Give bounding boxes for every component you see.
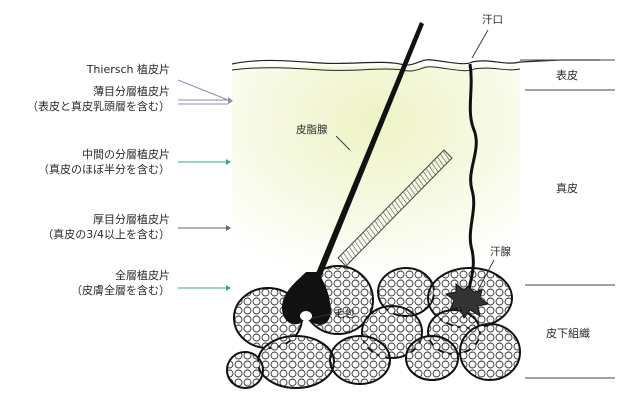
annotation-sebaceous-gland: 皮脂腺 xyxy=(296,122,328,137)
graft-note: （表皮と真皮乳頭層を含む） xyxy=(27,99,170,114)
dermis-region xyxy=(232,66,520,285)
layer-label-epidermis: 表皮 xyxy=(556,67,578,83)
annotation-hair: 毛包 xyxy=(334,306,355,321)
graft-arrows xyxy=(178,80,228,288)
epidermis-surface xyxy=(232,60,600,65)
graft-name: 薄目分層植皮片 xyxy=(27,84,170,99)
layer-label-subcutis: 皮下組織 xyxy=(546,325,590,341)
arrow-thiersch xyxy=(178,80,228,100)
hair-papilla xyxy=(300,311,312,321)
graft-label-thin: 薄目分層植皮片 （表皮と真皮乳頭層を含む） xyxy=(27,84,170,114)
graft-label-intermediate: 中間の分層植皮片 （真皮のほぼ半分を含む） xyxy=(38,147,170,177)
graft-name: Thiersch 植皮片 xyxy=(87,62,170,77)
sweat-pore-leader xyxy=(472,30,488,58)
layer-label-dermis: 真皮 xyxy=(556,180,578,196)
graft-note: （皮膚全層を含む） xyxy=(71,283,170,298)
annotation-sweat-pore: 汗口 xyxy=(482,12,503,27)
graft-label-full: 全層植皮片 （皮膚全層を含む） xyxy=(71,268,170,298)
graft-name: 全層植皮片 xyxy=(71,268,170,283)
graft-note: （真皮のほぼ半分を含む） xyxy=(38,162,170,177)
graft-arrowheads xyxy=(226,97,233,291)
graft-label-thick: 厚目分層植皮片 （真皮の3/4以上を含む） xyxy=(42,212,170,242)
graft-label-thiersch: Thiersch 植皮片 xyxy=(87,62,170,77)
graft-name: 厚目分層植皮片 xyxy=(42,212,170,227)
graft-note: （真皮の3/4以上を含む） xyxy=(42,227,170,242)
annotation-sweat-gland: 汗腺 xyxy=(490,244,511,259)
graft-name: 中間の分層植皮片 xyxy=(38,147,170,162)
